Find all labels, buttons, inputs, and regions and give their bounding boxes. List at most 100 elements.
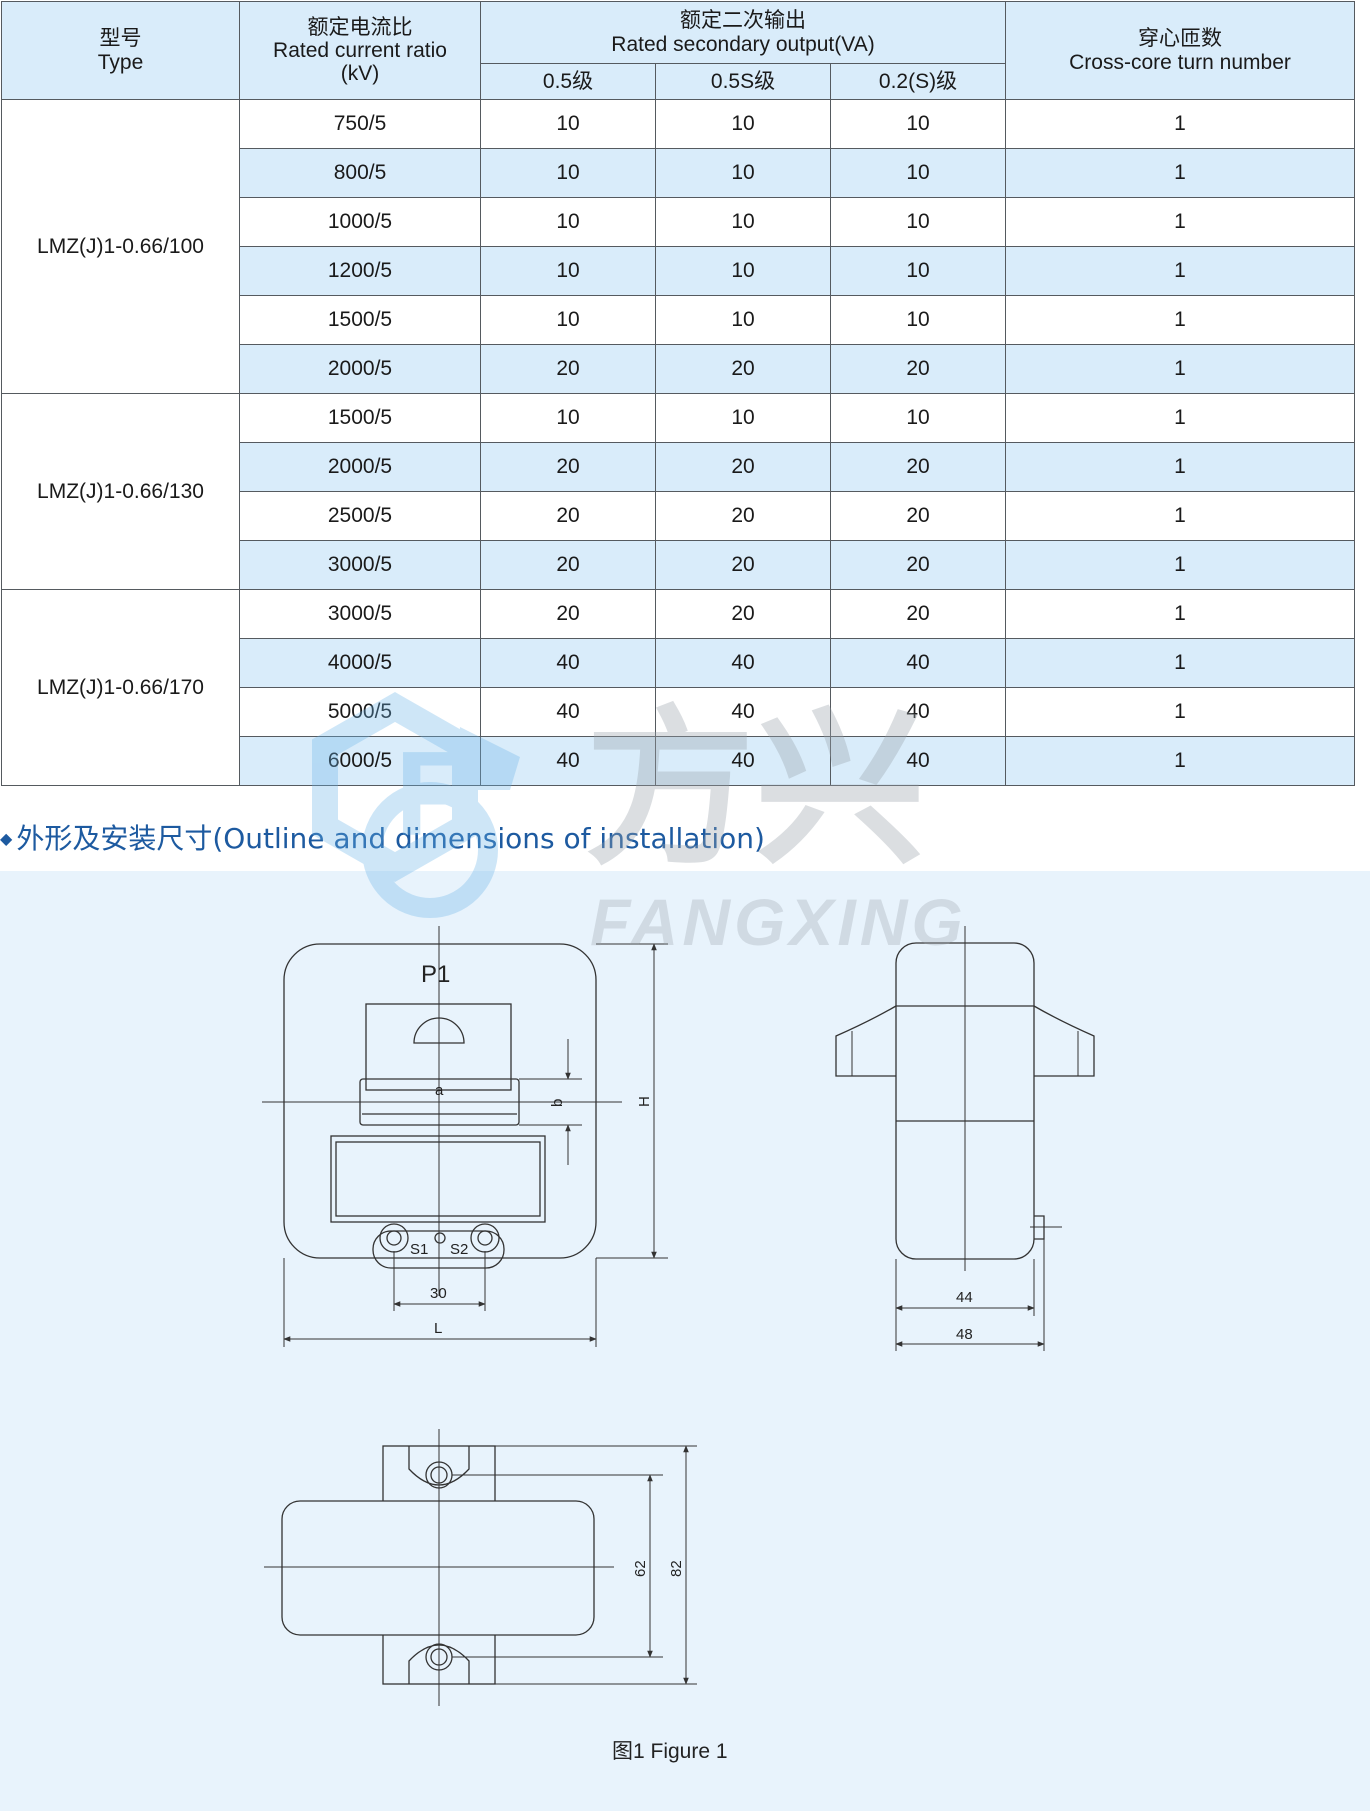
terminal-strip <box>372 1230 505 1269</box>
cell-turns: 1 <box>1005 344 1356 394</box>
cell-c05s: 20 <box>655 442 831 492</box>
cell-turns: 1 <box>1005 99 1356 149</box>
cell-ratio: 1500/5 <box>239 393 481 443</box>
label-h: H <box>636 1096 653 1107</box>
cell-c02s: 10 <box>829 393 1007 443</box>
cell-ratio: 6000/5 <box>239 736 481 786</box>
cell-turns: 1 <box>1005 197 1356 247</box>
cell-c05s: 10 <box>655 393 831 443</box>
cell-ratio: 1000/5 <box>239 197 481 247</box>
front-body <box>283 943 597 1259</box>
cell-c05: 20 <box>480 442 656 492</box>
side-view: 44 48 <box>835 926 1095 1351</box>
label-48: 48 <box>956 1326 973 1343</box>
cell-c05: 20 <box>480 589 656 639</box>
cell-c02s: 10 <box>829 246 1007 296</box>
cell-turns: 1 <box>1005 295 1356 345</box>
cell-ratio: 2000/5 <box>239 344 481 394</box>
label-a: a <box>435 1082 444 1099</box>
header-output: 额定二次输出 Rated secondary output(VA) <box>479 1 1007 64</box>
cell-ratio: 750/5 <box>239 99 481 149</box>
cell-ratio: 800/5 <box>239 148 481 198</box>
label-s1: S1 <box>410 1241 428 1258</box>
cell-turns: 1 <box>1005 246 1356 296</box>
cell-ratio: 5000/5 <box>239 687 481 737</box>
label-44: 44 <box>956 1289 973 1306</box>
cell-ratio: 1500/5 <box>239 295 481 345</box>
window-inner <box>335 1141 541 1217</box>
header-ratio: 额定电流比 Rated current ratio (kV) <box>239 1 481 100</box>
cell-c05: 10 <box>480 393 656 443</box>
cell-c05: 10 <box>480 99 656 149</box>
section-title: 外形及安装尺寸(Outline and dimensions of instal… <box>16 822 765 855</box>
section-heading: ◆外形及安装尺寸(Outline and dimensions of insta… <box>0 817 765 857</box>
cell-c02s: 20 <box>829 442 1007 492</box>
label-s2: S2 <box>450 1241 468 1258</box>
cell-c05: 40 <box>480 736 656 786</box>
cell-ratio: 2500/5 <box>239 491 481 541</box>
cell-c05s: 40 <box>655 687 831 737</box>
cell-c02s: 20 <box>829 491 1007 541</box>
terminal-dome <box>413 1017 465 1044</box>
cell-ratio: 3000/5 <box>239 540 481 590</box>
cell-turns: 1 <box>1005 687 1356 737</box>
figure-area: P1 a S1 S2 b H 30 L <box>0 871 1370 1811</box>
label-62: 62 <box>632 1560 649 1577</box>
label-l: L <box>434 1320 442 1337</box>
header-type: 型号 Type <box>1 1 240 100</box>
side-ear-left <box>835 1005 897 1077</box>
header-class-02s: 0.2(S)级 <box>829 63 1007 100</box>
cell-turns: 1 <box>1005 148 1356 198</box>
s2-terminal-inner <box>477 1230 493 1246</box>
cell-c05s: 20 <box>655 344 831 394</box>
cell-c05: 40 <box>480 638 656 688</box>
cell-c02s: 40 <box>829 638 1007 688</box>
cell-c05s: 20 <box>655 540 831 590</box>
top-body <box>281 1500 595 1636</box>
cell-turns: 1 <box>1005 393 1356 443</box>
cell-c02s: 40 <box>829 736 1007 786</box>
cell-c05: 40 <box>480 687 656 737</box>
center-pin <box>434 1232 446 1244</box>
cell-c05s: 20 <box>655 491 831 541</box>
cell-c02s: 20 <box>829 344 1007 394</box>
cell-c02s: 10 <box>829 295 1007 345</box>
cell-c02s: 20 <box>829 540 1007 590</box>
cell-turns: 1 <box>1005 491 1356 541</box>
s1-terminal-inner <box>386 1230 402 1246</box>
cell-c05s: 10 <box>655 99 831 149</box>
top-view: 62 82 <box>264 1429 697 1706</box>
outline-drawing: P1 a S1 S2 b H 30 L <box>262 926 1095 1763</box>
label-p1: P1 <box>421 961 450 988</box>
cell-turns: 1 <box>1005 638 1356 688</box>
cell-turns: 1 <box>1005 589 1356 639</box>
terminal-block <box>365 1003 512 1091</box>
cell-turns: 1 <box>1005 540 1356 590</box>
cell-ratio: 3000/5 <box>239 589 481 639</box>
cell-c02s: 10 <box>829 148 1007 198</box>
cell-c02s: 20 <box>829 589 1007 639</box>
cell-c05s: 10 <box>655 246 831 296</box>
cell-turns: 1 <box>1005 442 1356 492</box>
type-cell: LMZ(J)1-0.66/170 <box>1 589 240 786</box>
cell-c02s: 10 <box>829 99 1007 149</box>
cell-c05s: 10 <box>655 148 831 198</box>
label-b: b <box>549 1099 566 1107</box>
cell-c05: 10 <box>480 295 656 345</box>
header-turns: 穿心匝数 Cross-core turn number <box>1005 1 1356 100</box>
cell-c02s: 10 <box>829 197 1007 247</box>
cell-c02s: 40 <box>829 687 1007 737</box>
cell-c05s: 10 <box>655 197 831 247</box>
cell-c05s: 40 <box>655 638 831 688</box>
cell-c05: 20 <box>480 540 656 590</box>
bullet-icon: ◆ <box>0 829 13 848</box>
